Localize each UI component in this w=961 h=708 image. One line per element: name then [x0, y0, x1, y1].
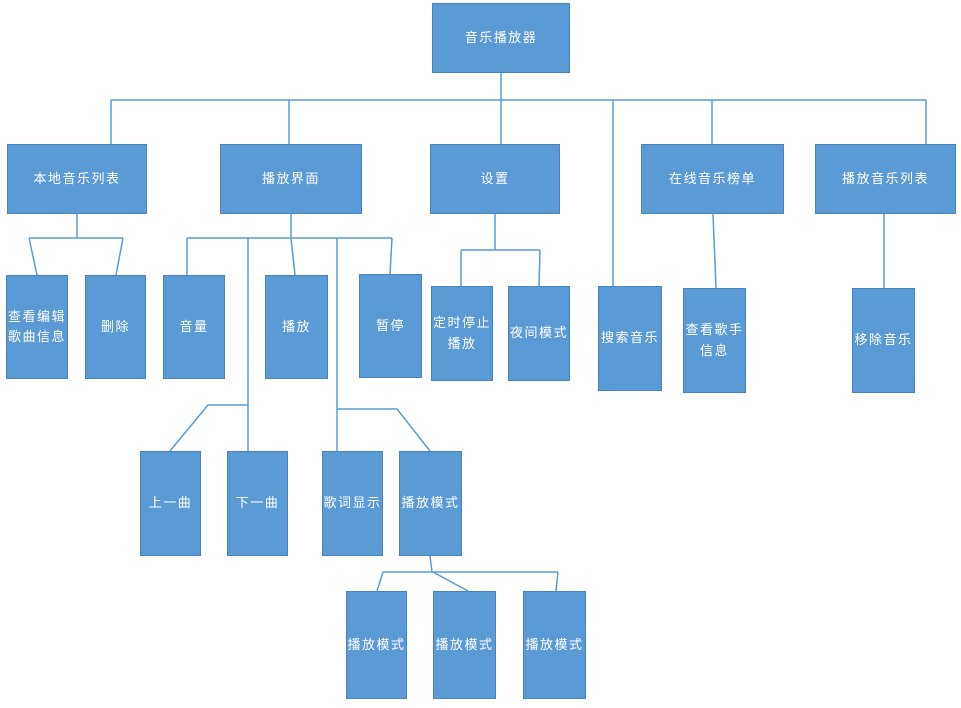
node-play-ui: 播放界面 — [220, 144, 362, 214]
edge-to-view-edit-song-info — [28, 237, 38, 276]
node-search-music: 搜索音乐 — [598, 286, 662, 391]
node-timed-stop-play: 定时停止 播放 — [431, 286, 493, 381]
edge-play-mode-drop — [429, 555, 433, 573]
edge-to-play-mode-2 — [432, 571, 469, 592]
node-online-music-chart: 在线音乐榜单 — [641, 144, 784, 214]
node-play-mode: 播放模式 — [399, 451, 462, 556]
node-night-mode: 夜间模式 — [508, 286, 570, 381]
edge-to-pause — [389, 237, 393, 275]
node-play-music-list: 播放音乐列表 — [815, 144, 956, 214]
node-view-artist-info: 查看歌手 信息 — [683, 288, 746, 393]
node-remove-music: 移除音乐 — [852, 288, 915, 393]
node-play: 播放 — [265, 275, 328, 379]
node-local-music-list: 本地音乐列表 — [7, 144, 147, 214]
node-lyrics-display: 歌词显示 — [322, 451, 383, 556]
node-play-mode-3: 播放模式 — [523, 591, 586, 699]
node-volume: 音量 — [163, 275, 225, 379]
node-play-mode-2: 播放模式 — [433, 591, 496, 699]
edge-to-play-mode-branch — [337, 408, 431, 452]
node-play-mode-1: 播放模式 — [346, 591, 407, 699]
edge-to-view-artist-info — [712, 213, 717, 289]
edge-to-prev-song-branch — [169, 404, 248, 452]
edge-to-delete — [115, 237, 124, 276]
node-view-edit-song-info: 查看编辑 歌曲信息 — [6, 275, 68, 379]
node-delete: 删除 — [85, 275, 146, 379]
edge-to-night-mode — [538, 249, 541, 287]
node-music-player: 音乐播放器 — [432, 3, 570, 73]
edge-to-play-mode-3 — [555, 571, 559, 592]
edge-to-play-mode-1 — [376, 571, 384, 592]
node-settings: 设置 — [430, 144, 560, 214]
node-next-song: 下一曲 — [227, 451, 288, 556]
node-pause: 暂停 — [359, 274, 422, 378]
edge-to-play — [290, 237, 296, 276]
node-prev-song: 上一曲 — [140, 451, 201, 556]
